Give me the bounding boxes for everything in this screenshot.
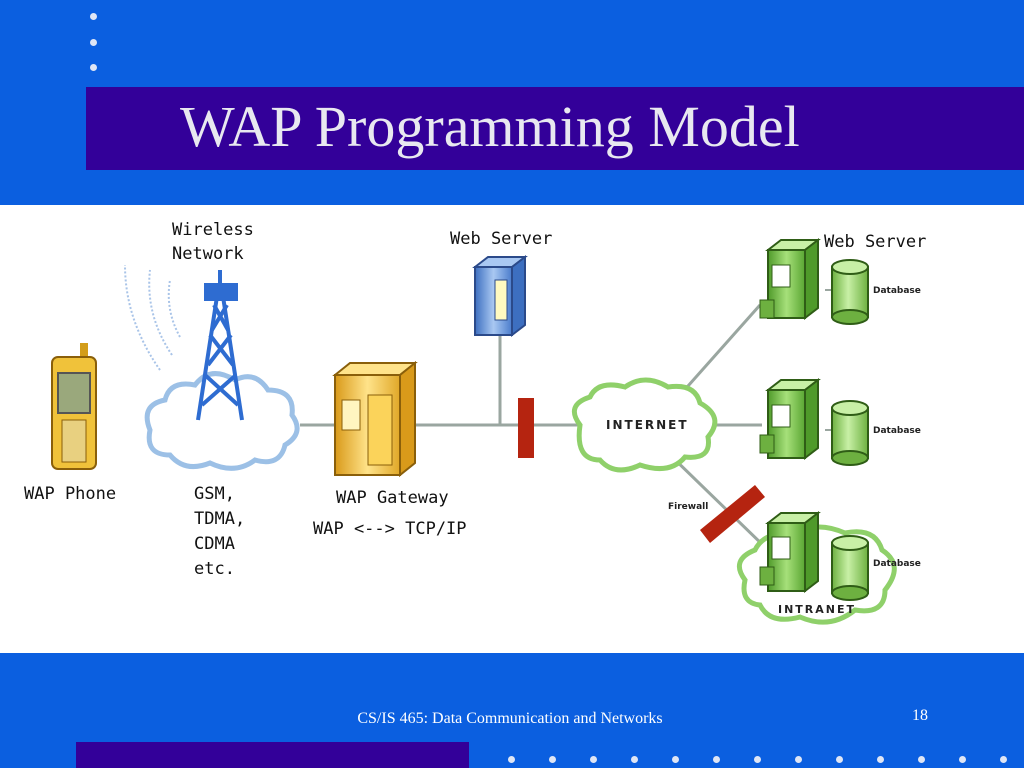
dot <box>90 13 97 20</box>
connection-lines <box>300 289 832 552</box>
web-server-center-label: Web Server <box>450 229 552 249</box>
slide-title: WAP Programming Model <box>180 94 800 159</box>
firewall-icon <box>700 485 765 543</box>
database-icon <box>831 400 869 466</box>
dot <box>508 756 515 763</box>
firewall-label: Firewall <box>668 502 708 512</box>
firewall-icon <box>518 398 534 458</box>
web-server-icon <box>759 510 821 594</box>
wap-gateway-label: WAP Gateway <box>336 488 449 508</box>
dot <box>713 756 720 763</box>
dot <box>590 756 597 763</box>
wireless-cloud <box>144 371 300 471</box>
network-type-gsm: GSM, <box>194 484 235 504</box>
internet-cloud <box>571 377 718 473</box>
dot <box>918 756 925 763</box>
dot <box>90 39 97 46</box>
wireless-network-label-line2: Network <box>172 244 244 264</box>
dot <box>549 756 556 763</box>
network-type-tdma: TDMA, <box>194 509 245 529</box>
database-label: Database <box>873 559 921 569</box>
dot <box>836 756 843 763</box>
database-label: Database <box>873 286 921 296</box>
database-icon <box>831 535 869 601</box>
cell-tower-icon <box>196 270 244 421</box>
wap-phone-label: WAP Phone <box>24 484 116 504</box>
wap-phone-icon <box>51 343 97 470</box>
wap-gateway-protocol: WAP <--> TCP/IP <box>313 519 467 539</box>
page-number: 18 <box>912 707 928 724</box>
title-bar <box>86 87 1024 170</box>
dot <box>877 756 884 763</box>
internet-label: INTERNET <box>606 418 689 432</box>
dot <box>795 756 802 763</box>
wap-gateway-icon <box>332 360 418 478</box>
dot <box>90 64 97 71</box>
dot <box>672 756 679 763</box>
dot <box>1000 756 1007 763</box>
wireless-network-label-line1: Wireless <box>172 220 254 240</box>
web-server-icon <box>759 237 821 321</box>
network-type-etc: etc. <box>194 559 235 579</box>
database-icon <box>831 259 869 325</box>
database-label: Database <box>873 426 921 436</box>
dot <box>959 756 966 763</box>
dot <box>754 756 761 763</box>
web-server-icon <box>759 377 821 461</box>
radio-waves <box>124 264 181 371</box>
dot <box>631 756 638 763</box>
wap-diagram: Wireless Network Web Server Web Server W… <box>0 205 1024 653</box>
web-server-icon <box>472 254 528 338</box>
network-type-cdma: CDMA <box>194 534 235 554</box>
footer-bar <box>76 742 469 768</box>
footer-text: CS/IS 465: Data Communication and Networ… <box>357 710 663 727</box>
intranet-label: INTRANET <box>778 603 856 616</box>
web-server-right-label: Web Server <box>824 232 926 252</box>
